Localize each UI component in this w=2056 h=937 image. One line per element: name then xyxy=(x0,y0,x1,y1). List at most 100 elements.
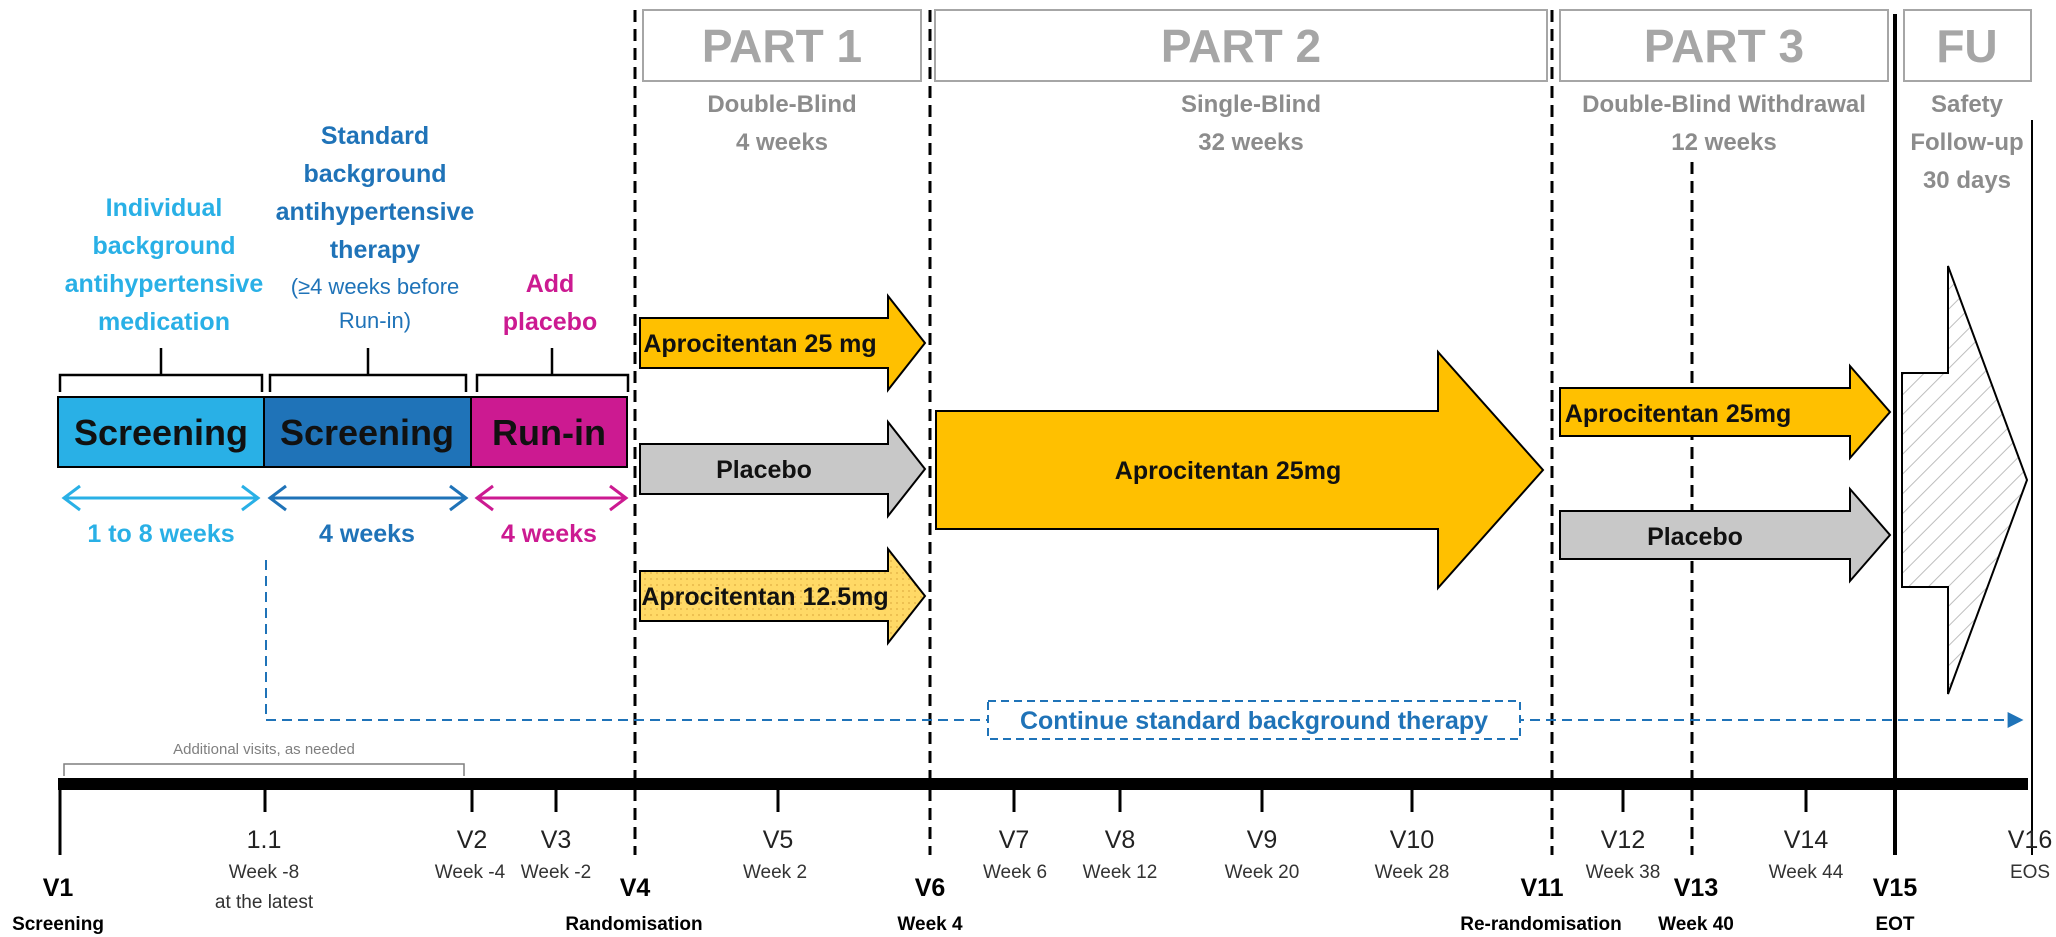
arrow-label-aprocitentan-25mg-part3: Aprocitentan 25mg xyxy=(1565,400,1791,428)
visit-label: V8 xyxy=(1105,826,1136,854)
visit-week: Week 4 xyxy=(897,914,963,935)
visit-v10: V10 Week 28 xyxy=(1375,790,1450,883)
visit-label: V1 xyxy=(43,874,74,902)
duration-screening-2: 4 weeks xyxy=(319,520,415,548)
visit-v12: V12 Week 38 xyxy=(1586,790,1661,883)
additional-visits: Additional visits, as needed xyxy=(63,741,465,776)
arrow-label-aprocitentan-12-5mg-part1: Aprocitentan 12.5mg xyxy=(641,583,888,611)
segment-screening-1 xyxy=(57,396,265,468)
continue-therapy: Continue standard background therapy xyxy=(265,560,2024,740)
visit-week: EOS xyxy=(2010,862,2050,883)
caption-standard-note-1: (≥4 weeks before xyxy=(291,274,460,299)
arrow-label-placebo-part3: Placebo xyxy=(1647,523,1743,551)
visit-v11: V11 Re-randomisation xyxy=(1460,874,1622,935)
duration-arrow-runin xyxy=(474,484,629,512)
visit-label: 1.1 xyxy=(247,826,282,854)
visit-v16: V16 EOS xyxy=(2008,826,2052,883)
visit-week: Week 12 xyxy=(1083,862,1158,883)
phase-headers: PART 1 Double-Blind 4 weeks PART 2 Singl… xyxy=(642,9,2032,194)
segment-label-screening-2: Screening xyxy=(280,412,454,453)
arrow-placebo-part3 xyxy=(1559,486,1892,584)
arrow-placebo-part1 xyxy=(639,419,927,519)
phase-box-part1 xyxy=(642,9,922,82)
segment-screening-2 xyxy=(263,396,472,468)
phase-box-part2 xyxy=(934,9,1548,82)
phase-subtitle-fu-line1: Safety xyxy=(1931,91,2004,118)
visit-label: V4 xyxy=(620,874,651,902)
visit-v8: V8 Week 12 xyxy=(1083,790,1158,883)
phase-subtitle-part2-line1: Single-Blind xyxy=(1181,91,1321,118)
phase-title-part2: PART 2 xyxy=(1161,20,1321,72)
visit-week: EOT xyxy=(1875,914,1914,935)
visit-label: V11 xyxy=(1520,874,1563,902)
caption-standard-note-2: Run-in) xyxy=(339,308,411,333)
segment-brackets xyxy=(58,348,630,392)
bracket-screening-2 xyxy=(268,348,468,392)
part3-arrows: Aprocitentan 25mg Placebo xyxy=(1559,363,1892,584)
timeline-bar xyxy=(58,778,2028,790)
duration-runin: 4 weeks xyxy=(501,520,597,548)
arrow-label-aprocitentan-25mg-part1: Aprocitentan 25 mg xyxy=(643,330,876,358)
visit-week: Week -4 xyxy=(435,862,506,883)
visit-v5: V5 Week 2 xyxy=(743,790,807,883)
bracket-runin xyxy=(475,348,630,392)
visit-v2: V2 Week -4 xyxy=(435,790,506,883)
arrow-aprocitentan-25mg-part2 xyxy=(935,349,1545,591)
visit-label: V7 xyxy=(999,826,1030,854)
visit-v14: V14 Week 44 xyxy=(1769,790,1844,883)
continue-therapy-box xyxy=(987,700,1521,740)
segment-label-screening-1: Screening xyxy=(74,412,248,453)
additional-visits-label: Additional visits, as needed xyxy=(173,741,355,758)
visit-label: V15 xyxy=(1873,874,1918,902)
visit-week: Week 44 xyxy=(1769,862,1844,883)
duration-arrow-screening-2 xyxy=(267,484,469,512)
phase-separators xyxy=(633,10,2033,855)
phase-subtitle-part2-line2: 32 weeks xyxy=(1198,129,1303,156)
visit-week: Week 6 xyxy=(983,862,1047,883)
visit-label: V14 xyxy=(1784,826,1829,854)
phase-title-part3: PART 3 xyxy=(1644,20,1804,72)
visit-v1: V1 Screening xyxy=(12,784,104,935)
visit-label: V10 xyxy=(1390,826,1434,854)
visit-label: V9 xyxy=(1247,826,1278,854)
bracket-screening-1 xyxy=(58,348,264,392)
visit-v13: V13 Week 40 xyxy=(1658,874,1734,935)
caption-placebo-2: placebo xyxy=(503,308,597,336)
caption-individual-3: antihypertensive xyxy=(65,270,264,298)
arrow-aprocitentan-25mg-part1 xyxy=(639,293,927,393)
phase-subtitle-part1-line1: Double-Blind xyxy=(707,91,856,118)
visit-label: V12 xyxy=(1601,826,1645,854)
pre-period-captions: Individual background antihypertensive m… xyxy=(65,122,598,336)
visit-week: Week 38 xyxy=(1586,862,1661,883)
arrow-aprocitentan-25mg-part3 xyxy=(1559,363,1892,461)
visit-week: Week 28 xyxy=(1375,862,1450,883)
visit-label: V6 xyxy=(915,874,946,902)
visit-v4: V4 Randomisation xyxy=(565,874,702,935)
visit-v7: V7 Week 6 xyxy=(983,790,1047,883)
phase-title-part1: PART 1 xyxy=(702,20,862,72)
caption-standard-3: antihypertensive xyxy=(276,198,475,226)
visit-v6: V6 Week 4 xyxy=(897,874,963,935)
caption-individual-1: Individual xyxy=(106,194,223,222)
caption-standard-4: therapy xyxy=(330,236,420,264)
arrow-follow-up xyxy=(1901,265,2029,695)
part1-arrows: Aprocitentan 25 mg Placebo Aprocitentan … xyxy=(639,293,927,646)
additional-visits-bracket xyxy=(63,763,465,776)
phase-subtitle-part3-line1: Double-Blind Withdrawal xyxy=(1582,91,1866,118)
phase-subtitle-part1-line2: 4 weeks xyxy=(736,129,828,156)
segment-runin xyxy=(470,396,628,468)
visit-extra: at the latest xyxy=(215,892,314,913)
continue-therapy-dashed-arrow xyxy=(265,560,2024,728)
visit-week: Week 40 xyxy=(1658,914,1734,935)
segments: Screening Screening Run-in xyxy=(57,396,628,468)
caption-placebo-1: Add xyxy=(526,270,575,298)
visit-extra: Screening xyxy=(12,914,104,935)
caption-individual-2: background xyxy=(92,232,235,260)
visit-1-1: 1.1 Week -8 at the latest xyxy=(215,790,314,913)
visit-label: V3 xyxy=(541,826,572,854)
visit-extra: Re-randomisation xyxy=(1460,914,1622,935)
part2-arrow: Aprocitentan 25mg xyxy=(935,349,1545,591)
visit-extra: Randomisation xyxy=(565,914,702,935)
